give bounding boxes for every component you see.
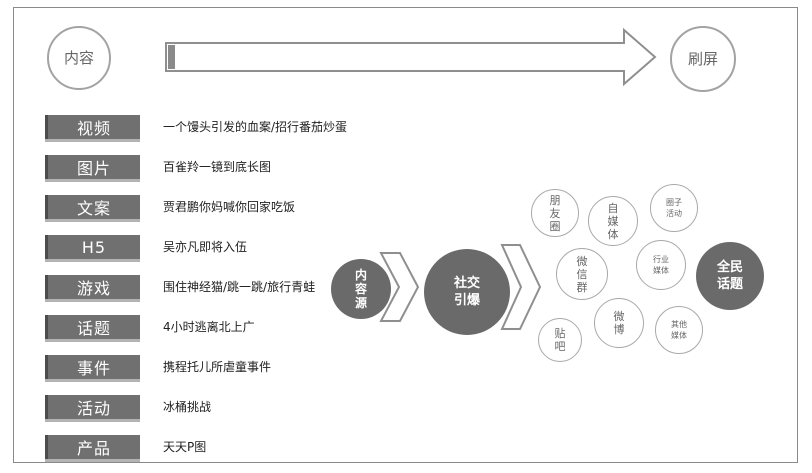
desc-activity: 冰桶挑战: [163, 400, 212, 414]
category-topic: 话题: [45, 315, 140, 339]
desc-event: 携程托儿所虐童事件: [163, 360, 272, 374]
platform-self-media: 自媒体: [588, 196, 638, 246]
platform-weibo: 微博: [594, 298, 644, 348]
desc-game: 围住神经猫/跳一跳/旅行青蛙: [163, 280, 316, 294]
chevron-1: [379, 252, 420, 322]
category-h5: H5: [45, 235, 140, 259]
category-underline: [45, 178, 140, 182]
platform-circle-activity: 圈子活动: [650, 184, 698, 232]
screen-flood-circle: 刷屏: [670, 26, 736, 92]
desc-video: 一个馒头引发的血案/招行番茄炒蛋: [163, 120, 348, 134]
desc-topic: 4小时逃离北上广: [163, 320, 255, 334]
desc-product: 天天P图: [163, 440, 207, 454]
platform-moments: 朋友圈: [531, 189, 579, 237]
platform-wechat-group: 微信群: [556, 248, 608, 300]
category-underline: [45, 418, 140, 422]
category-copy: 文案: [45, 195, 140, 219]
category-underline: [45, 218, 140, 222]
content-circle: 内容: [47, 26, 111, 90]
category-event: 事件: [45, 355, 140, 379]
category-underline: [45, 298, 140, 302]
content-source-label: 内容源: [354, 268, 367, 310]
social-ignite-circle: 社交引爆: [424, 249, 510, 335]
desc-copy: 贾君鹏你妈喊你回家吃饭: [163, 200, 296, 214]
desc-image: 百雀羚一镜到底长图: [163, 160, 272, 174]
category-underline: [45, 378, 140, 382]
nationwide-topic-label: 全民话题: [716, 260, 743, 292]
category-game: 游戏: [45, 275, 140, 299]
category-video: 视频: [45, 115, 140, 139]
diagram-frame: [13, 7, 798, 463]
platform-tieba: 贴吧: [538, 318, 582, 362]
nationwide-topic-circle: 全民话题: [696, 242, 764, 310]
category-product: 产品: [45, 435, 140, 459]
category-underline: [45, 258, 140, 262]
content-source-circle: 内容源: [331, 259, 391, 319]
chevron-2: [500, 244, 542, 330]
arrow-tail-bar: [168, 45, 175, 69]
content-circle-label: 内容: [63, 49, 94, 67]
desc-h5: 吴亦凡即将入伍: [163, 240, 248, 254]
platform-other-media: 其他媒体: [655, 306, 703, 354]
social-ignite-label: 社交引爆: [453, 276, 480, 308]
big-right-arrow: [165, 27, 657, 87]
platform-industry-media: 行业媒体: [636, 240, 686, 290]
category-image: 图片: [45, 155, 140, 179]
category-underline: [45, 458, 140, 462]
category-underline: [45, 138, 140, 142]
screen-flood-circle-label: 刷屏: [687, 50, 718, 68]
category-activity: 活动: [45, 395, 140, 419]
category-underline: [45, 338, 140, 342]
